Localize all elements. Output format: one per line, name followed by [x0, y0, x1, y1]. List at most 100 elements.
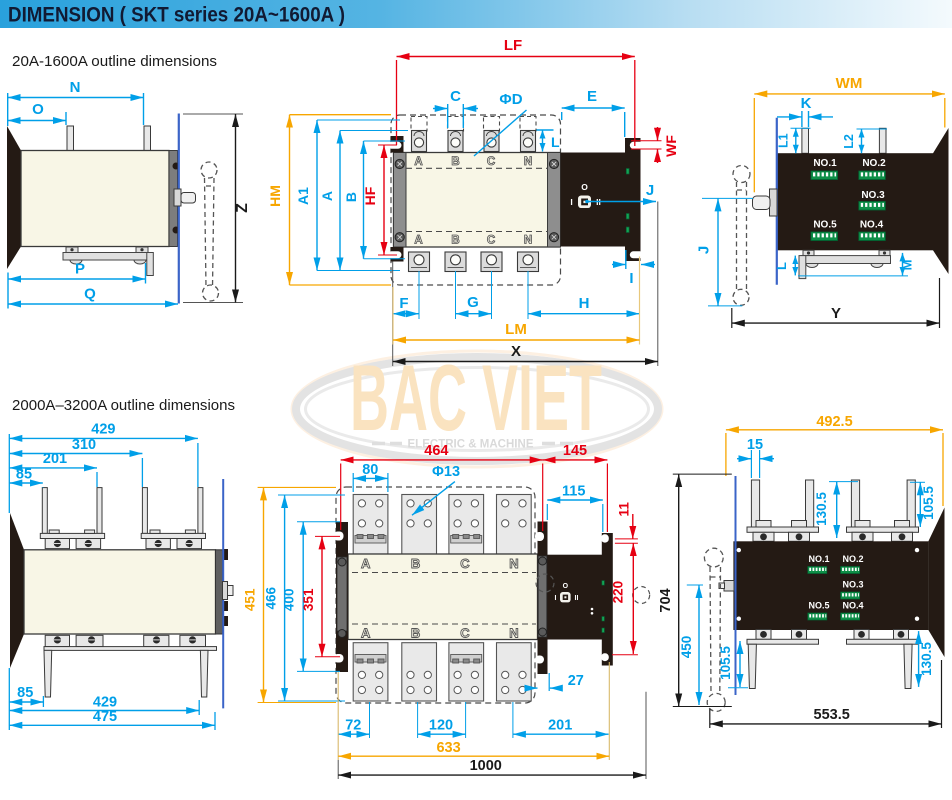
svg-text:105.5: 105.5	[718, 646, 733, 680]
svg-text:85: 85	[16, 466, 32, 482]
svg-text:NO.4: NO.4	[860, 220, 884, 231]
svg-text:B: B	[343, 192, 359, 202]
svg-text:A: A	[414, 235, 422, 247]
svg-text:II: II	[575, 595, 579, 602]
svg-text:1000: 1000	[470, 758, 502, 774]
svg-text:C: C	[460, 626, 470, 641]
svg-text:429: 429	[93, 695, 117, 711]
svg-text:N: N	[524, 156, 532, 168]
svg-text:F: F	[399, 295, 408, 312]
svg-text:80: 80	[362, 462, 378, 478]
svg-text:A1: A1	[295, 187, 311, 205]
svg-text:105.5: 105.5	[921, 486, 936, 520]
svg-text:N: N	[509, 556, 518, 571]
svg-text:WM: WM	[836, 75, 863, 92]
svg-text:I: I	[629, 270, 633, 287]
svg-text:E: E	[587, 88, 597, 105]
svg-text:B: B	[451, 156, 459, 168]
svg-text:NO.3: NO.3	[842, 580, 863, 590]
svg-text:Y: Y	[831, 305, 841, 322]
svg-text:A: A	[361, 626, 371, 641]
svg-text:NO.5: NO.5	[808, 601, 829, 611]
svg-text:120: 120	[429, 718, 453, 734]
svg-text:115: 115	[562, 484, 585, 500]
svg-text:G: G	[467, 294, 479, 311]
svg-text:Z: Z	[234, 203, 251, 213]
svg-text:J: J	[646, 182, 654, 199]
svg-text:I: I	[570, 197, 572, 207]
svg-text:L: L	[774, 262, 789, 270]
svg-text:11: 11	[617, 502, 632, 517]
svg-text:NO.1: NO.1	[808, 554, 829, 564]
svg-text:475: 475	[93, 709, 117, 725]
svg-text:15: 15	[747, 437, 763, 453]
svg-text:ELECTRIC & MACHINE: ELECTRIC & MACHINE	[408, 439, 536, 451]
svg-text:HM: HM	[267, 185, 283, 207]
svg-text:ΦD: ΦD	[499, 91, 522, 108]
svg-text:C: C	[460, 556, 470, 571]
svg-text:I: I	[555, 595, 557, 602]
svg-text:H: H	[579, 295, 590, 312]
svg-text:L2: L2	[842, 134, 856, 149]
svg-text:130.5: 130.5	[814, 492, 829, 526]
svg-text:A: A	[361, 556, 371, 571]
svg-text:NO.4: NO.4	[842, 601, 863, 611]
svg-text:429: 429	[91, 422, 115, 438]
svg-text:C: C	[450, 88, 461, 105]
svg-text:451: 451	[242, 588, 257, 611]
svg-text:NO.1: NO.1	[813, 158, 837, 169]
svg-text:27: 27	[568, 673, 584, 689]
svg-text:BAC VIET: BAC VIET	[350, 345, 602, 450]
svg-text:450: 450	[679, 636, 694, 659]
svg-text:704: 704	[658, 588, 674, 612]
svg-text:L1: L1	[777, 133, 791, 148]
svg-text:NO.5: NO.5	[813, 220, 837, 231]
svg-text:A: A	[414, 156, 422, 168]
svg-text:72: 72	[345, 718, 361, 734]
svg-text:NO.3: NO.3	[861, 190, 885, 201]
svg-text:LF: LF	[504, 37, 522, 54]
svg-text:B: B	[411, 556, 420, 571]
svg-text:LM: LM	[505, 321, 527, 338]
svg-text:C: C	[487, 156, 495, 168]
svg-text:K: K	[801, 95, 812, 112]
svg-text:633: 633	[436, 740, 460, 756]
svg-text:N: N	[509, 626, 518, 641]
svg-text:DIMENSION ( SKT series 20A~160: DIMENSION ( SKT series 20A~1600A )	[8, 4, 345, 27]
svg-text:O: O	[32, 101, 44, 118]
svg-text:145: 145	[563, 443, 587, 459]
svg-text:P: P	[75, 261, 85, 278]
svg-text:M: M	[900, 260, 915, 271]
svg-text:L: L	[551, 134, 560, 150]
svg-text:O: O	[581, 182, 588, 192]
svg-text:Q: Q	[84, 286, 96, 303]
svg-text:492.5: 492.5	[816, 414, 852, 430]
svg-text:201: 201	[548, 718, 572, 734]
svg-text:Φ13: Φ13	[432, 464, 460, 480]
svg-text:WF: WF	[663, 135, 679, 157]
svg-text:553.5: 553.5	[814, 707, 850, 723]
svg-text:O: O	[563, 583, 569, 590]
svg-text:B: B	[451, 235, 459, 247]
svg-text:220: 220	[611, 581, 626, 604]
svg-text:464: 464	[424, 443, 448, 459]
svg-text:NO.2: NO.2	[862, 158, 886, 169]
svg-text:351: 351	[301, 588, 316, 611]
svg-text:466: 466	[264, 586, 279, 609]
svg-text:20A-1600A outline dimensions: 20A-1600A outline dimensions	[12, 53, 217, 70]
svg-text:130.5: 130.5	[919, 642, 934, 676]
svg-text:310: 310	[72, 437, 96, 453]
svg-text:400: 400	[282, 589, 297, 612]
svg-text:NO.2: NO.2	[842, 554, 863, 564]
svg-text:X: X	[511, 343, 521, 360]
svg-text:C: C	[487, 235, 495, 247]
svg-text:B: B	[411, 626, 420, 641]
svg-text:HF: HF	[362, 186, 378, 205]
svg-text:2000A–3200A outline dimensions: 2000A–3200A outline dimensions	[12, 397, 235, 414]
svg-text:201: 201	[43, 451, 67, 467]
svg-text:N: N	[70, 79, 81, 96]
svg-text:85: 85	[17, 685, 33, 701]
svg-text:A: A	[319, 191, 335, 201]
svg-text:N: N	[524, 235, 532, 247]
svg-text:J: J	[696, 246, 713, 254]
